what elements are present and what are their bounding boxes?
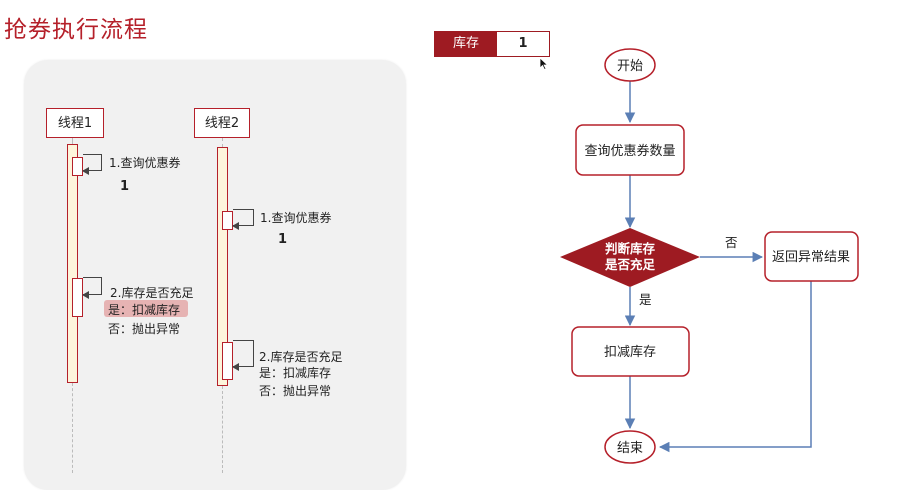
node-error-label: 返回异常结果 bbox=[772, 250, 850, 265]
thread1-box: 线程1 bbox=[46, 108, 104, 138]
thread1-step2-label: 2.库存是否充足 bbox=[110, 286, 194, 300]
node-query-label: 查询优惠券数量 bbox=[584, 143, 675, 159]
node-deduct-label: 扣减库存 bbox=[604, 344, 656, 360]
thread2-yes-label: 是：扣减库存 bbox=[259, 366, 332, 380]
thread1-lifeline bbox=[72, 383, 73, 473]
node-start bbox=[604, 48, 656, 82]
thread1-step1-label: 1.查询优惠券 bbox=[109, 156, 181, 170]
node-decision bbox=[560, 228, 700, 287]
node-decision-line1: 判断库存 bbox=[605, 241, 656, 256]
thread2-lifeline bbox=[222, 386, 223, 473]
thread1-query-activation bbox=[72, 157, 83, 176]
thread2-box: 线程2 bbox=[194, 108, 250, 138]
thread2-query-activation bbox=[222, 211, 233, 230]
thread1-read-value: 1 bbox=[120, 179, 130, 194]
node-query bbox=[575, 124, 685, 176]
thread2-check-activation bbox=[222, 342, 233, 380]
flowchart: 开始 查询优惠券数量 判断库存 是否充足 否 是 返回异常结果 扣减库存 结束 bbox=[560, 48, 859, 464]
thread1-yes-label: 是：扣减库存 bbox=[108, 303, 181, 317]
page-title: 抢券执行流程 bbox=[4, 17, 148, 43]
thread1-no-label: 否：抛出异常 bbox=[108, 322, 181, 336]
thread2-step2-label: 2.库存是否充足 bbox=[259, 350, 343, 364]
thread1-activation-bar bbox=[67, 144, 78, 383]
thread2-read-value: 1 bbox=[278, 232, 288, 247]
node-start-label: 开始 bbox=[617, 59, 643, 74]
edge-error-end bbox=[658, 281, 812, 453]
thread2-query-arrow bbox=[232, 209, 254, 230]
edge-no-label: 否 bbox=[725, 235, 738, 250]
node-deduct bbox=[571, 326, 690, 377]
stock-label: 库存 bbox=[435, 32, 497, 56]
node-end-label: 结束 bbox=[617, 441, 643, 456]
thread2-lifeline-top bbox=[222, 138, 223, 147]
thread2-check-arrow bbox=[232, 340, 254, 371]
stock-indicator: 库存 1 bbox=[434, 31, 550, 57]
node-end bbox=[604, 430, 656, 464]
edge-yes-label: 是 bbox=[639, 292, 652, 307]
stock-value: 1 bbox=[518, 36, 528, 51]
thread1-check-arrow bbox=[82, 277, 102, 299]
node-decision-line2: 是否充足 bbox=[604, 257, 656, 272]
thread1-yes-highlight bbox=[104, 300, 188, 317]
thread1-lifeline-top bbox=[72, 138, 73, 144]
thread2-step1-label: 1.查询优惠券 bbox=[260, 211, 332, 225]
thread2-no-label: 否：抛出异常 bbox=[259, 384, 332, 398]
thread1-query-arrow bbox=[82, 154, 102, 175]
thread2-activation-bar bbox=[217, 147, 228, 386]
mouse-cursor-icon bbox=[539, 57, 549, 71]
node-error bbox=[764, 231, 859, 282]
